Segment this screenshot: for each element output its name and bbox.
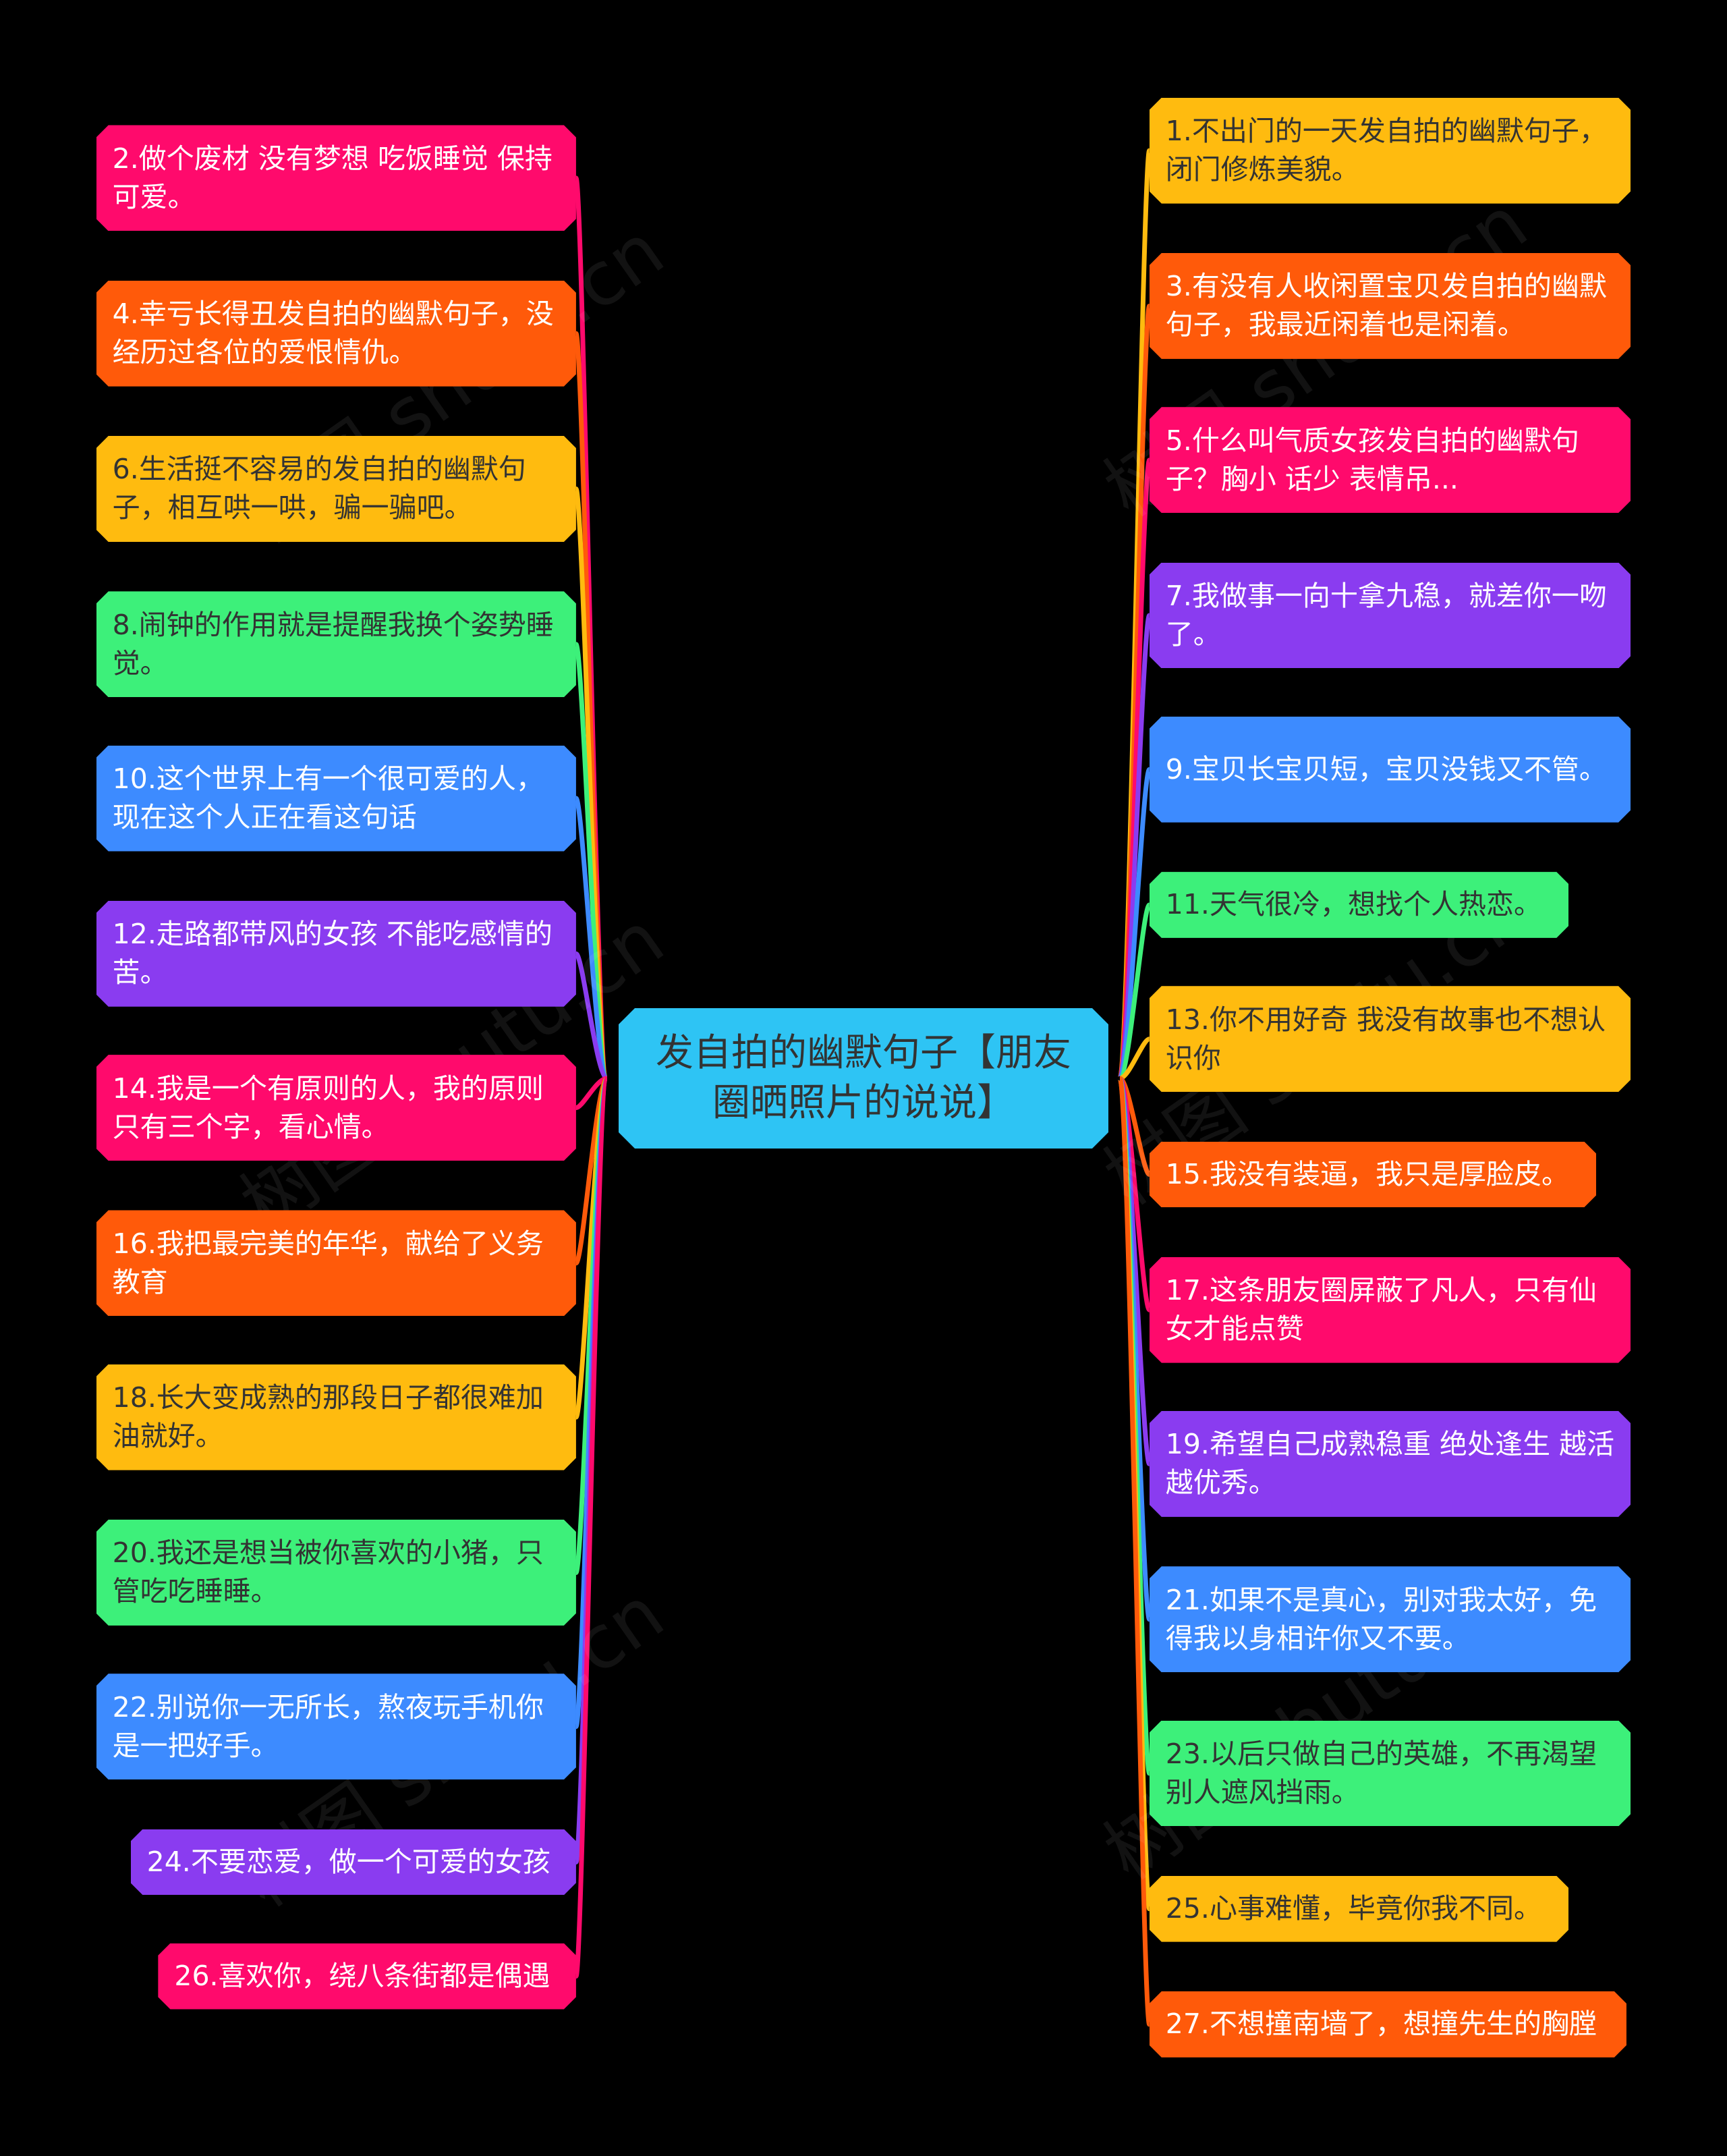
topic-text: 4.幸亏长得丑发自拍的幽默句子，没经历过各位的爱恨情仇。 [112, 298, 554, 369]
topic-text: 27.不想撞南墙了，想撞先生的胸膛 [1165, 2008, 1597, 2041]
connector-line [573, 951, 609, 1081]
connector-line [573, 796, 610, 1081]
right-topic-node[interactable]: 25.心事难懂，毕竟你我不同。 [1150, 1876, 1569, 1942]
left-topic-node[interactable]: 12.走路都带风的女孩 不能吃感情的苦。 [96, 901, 576, 1007]
right-topic-node[interactable]: 21.如果不是真心，别对我太好，免得我以身相许你又不要。 [1150, 1566, 1631, 1672]
right-topic-node[interactable]: 9.宝贝长宝贝短，宝贝没钱又不管。 [1150, 717, 1631, 823]
left-topic-node[interactable]: 6.生活挺不容易的发自拍的幽默句子，相互哄一哄，骗一骗吧。 [96, 436, 576, 542]
left-topic-node[interactable]: 2.做个废材 没有梦想 吃饭睡觉 保持可爱。 [96, 125, 576, 231]
topic-text: 26.喜欢你，绕八条街都是偶遇 [174, 1960, 550, 1993]
topic-text: 1.不出门的一天发自拍的幽默句子，闭门修炼美貌。 [1165, 115, 1607, 186]
right-topic-node[interactable]: 27.不想撞南墙了，想撞先生的胸膛 [1150, 1991, 1626, 2057]
topic-text: 14.我是一个有原则的人，我的原则只有三个字，看心情。 [112, 1072, 544, 1143]
left-topic-node[interactable]: 4.幸亏长得丑发自拍的幽默句子，没经历过各位的爱恨情仇。 [96, 281, 576, 387]
right-topic-node[interactable]: 13.你不用好奇 我没有故事也不想认识你 [1150, 986, 1631, 1092]
left-topic-node[interactable]: 22.别说你一无所长，熬夜玩手机你是一把好手。 [96, 1674, 576, 1779]
right-topic-node[interactable]: 7.我做事一向十拿九稳，就差你一吻了。 [1150, 563, 1631, 669]
topic-text: 15.我没有装逼，我只是厚脸皮。 [1165, 1157, 1569, 1190]
topic-text: 3.有没有人收闲置宝贝发自拍的幽默句子，我最近闲着也是闲着。 [1165, 270, 1607, 341]
topic-text: 13.你不用好奇 我没有故事也不想认识你 [1165, 1003, 1606, 1074]
left-topic-node[interactable]: 18.长大变成熟的那段日子都很难加油就好。 [96, 1364, 576, 1470]
root-topic-label: 发自拍的幽默句子【朋友圈晒照片的说说】 [656, 1031, 1071, 1125]
left-topic-node[interactable]: 8.闹钟的作用就是提醒我换个姿势睡觉。 [96, 591, 576, 697]
topic-text: 19.希望自己成熟稳重 绝处逢生 越活越优秀。 [1165, 1428, 1615, 1499]
topic-text: 2.做个废材 没有梦想 吃饭睡觉 保持可爱。 [112, 142, 553, 213]
connector-line [573, 1076, 610, 1979]
topic-text: 10.这个世界上有一个很可爱的人，现在这个人正在看这句话 [112, 763, 544, 834]
right-topic-node[interactable]: 5.什么叫气质女孩发自拍的幽默句子？胸小 话少 表情吊... [1150, 407, 1631, 513]
right-topic-node[interactable]: 23.以后只做自己的英雄，不再渴望别人遮风挡雨。 [1150, 1721, 1631, 1827]
left-topic-node[interactable]: 26.喜欢你，绕八条街都是偶遇 [158, 1943, 576, 2010]
right-topic-node[interactable]: 3.有没有人收闲置宝贝发自拍的幽默句子，我最近闲着也是闲着。 [1150, 253, 1631, 359]
right-topic-node[interactable]: 17.这条朋友圈屏蔽了凡人，只有仙女才能点赞 [1150, 1257, 1631, 1363]
right-topic-node[interactable]: 15.我没有装逼，我只是厚脸皮。 [1150, 1142, 1596, 1208]
topic-text: 16.我把最完美的年华，献给了义务教育 [112, 1227, 544, 1298]
right-topic-node[interactable]: 19.希望自己成熟稳重 绝处逢生 越活越优秀。 [1150, 1411, 1631, 1517]
topic-text: 6.生活挺不容易的发自拍的幽默句子，相互哄一哄，骗一骗吧。 [112, 453, 526, 524]
topic-text: 22.别说你一无所长，熬夜玩手机你是一把好手。 [112, 1690, 544, 1762]
connector-line [1117, 1076, 1152, 2027]
topic-text: 24.不要恋爱，做一个可爱的女孩 [146, 1845, 550, 1878]
topic-text: 25.心事难懂，毕竟你我不同。 [1165, 1892, 1541, 1925]
left-topic-node[interactable]: 10.这个世界上有一个很可爱的人，现在这个人正在看这句话 [96, 746, 576, 852]
topic-text: 9.宝贝长宝贝短，宝贝没钱又不管。 [1165, 752, 1607, 785]
topic-text: 21.如果不是真心，别对我太好，免得我以身相许你又不要。 [1165, 1583, 1597, 1655]
right-topic-node[interactable]: 1.不出门的一天发自拍的幽默句子，闭门修炼美貌。 [1150, 98, 1631, 204]
connector-line [1119, 1036, 1151, 1081]
topic-text: 11.天气很冷，想找个人热恋。 [1165, 888, 1541, 921]
left-topic-node[interactable]: 20.我还是想当被你喜欢的小猪，只管吃吃睡睡。 [96, 1520, 576, 1626]
connector-line [1117, 902, 1152, 1081]
right-topic-node[interactable]: 11.天气很冷，想找个人热恋。 [1150, 872, 1569, 938]
topic-text: 8.闹钟的作用就是提醒我换个姿势睡觉。 [112, 608, 554, 680]
topic-text: 7.我做事一向十拿九稳，就差你一吻了。 [1165, 579, 1607, 651]
left-topic-node[interactable]: 24.不要恋爱，做一个可爱的女孩 [131, 1829, 576, 1896]
root-topic[interactable]: 发自拍的幽默句子【朋友圈晒照片的说说】 [619, 1008, 1108, 1149]
left-topic-node[interactable]: 16.我把最完美的年华，献给了义务教育 [96, 1210, 576, 1316]
topic-text: 23.以后只做自己的英雄，不再渴望别人遮风挡雨。 [1165, 1737, 1597, 1808]
topic-text: 20.我还是想当被你喜欢的小猪，只管吃吃睡睡。 [112, 1537, 544, 1608]
topic-text: 17.这条朋友圈屏蔽了凡人，只有仙女才能点赞 [1165, 1274, 1597, 1346]
topic-text: 12.走路都带风的女孩 不能吃感情的苦。 [112, 918, 553, 989]
topic-text: 5.什么叫气质女孩发自拍的幽默句子？胸小 话少 表情吊... [1165, 424, 1579, 495]
left-topic-node[interactable]: 14.我是一个有原则的人，我的原则只有三个字，看心情。 [96, 1055, 576, 1161]
topic-text: 18.长大变成熟的那段日子都很难加油就好。 [112, 1381, 544, 1453]
